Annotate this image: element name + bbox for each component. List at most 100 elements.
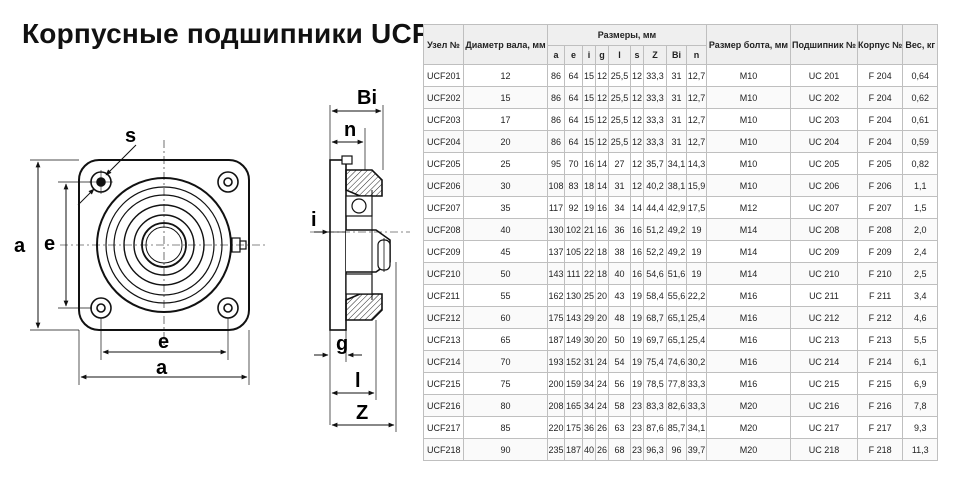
cell-housing: F 218 xyxy=(856,438,904,461)
cell-shaft: 75 xyxy=(463,372,548,395)
cell-unit: UCF209 xyxy=(423,240,464,263)
cell-dim: 15,9 xyxy=(686,174,707,197)
cell-dim: 162 xyxy=(547,284,565,307)
cell-housing: F 210 xyxy=(856,262,904,285)
cell-bearing: UC 215 xyxy=(790,372,858,395)
cell-dim: 102 xyxy=(564,218,583,241)
header-bolt: Размер болта, мм xyxy=(706,24,791,65)
cell-dim: 12 xyxy=(630,130,644,153)
cell-weight: 5,5 xyxy=(902,328,939,351)
cell-dim: 16 xyxy=(595,218,609,241)
cell-bearing: UC 214 xyxy=(790,350,858,373)
cell-unit: UCF210 xyxy=(423,262,464,285)
label-e-horizontal: e xyxy=(158,331,169,353)
header-dim-3: g xyxy=(595,45,609,65)
header-dim-1: e xyxy=(564,45,583,65)
cell-dim: 117 xyxy=(547,196,565,219)
cell-housing: F 215 xyxy=(856,372,904,395)
cell-bolt: M10 xyxy=(706,108,791,131)
cell-dim: 15 xyxy=(582,86,596,109)
cell-dim: 15 xyxy=(582,64,596,87)
cell-dim: 19 xyxy=(686,240,707,263)
header-bearing: Подшипник № xyxy=(790,24,858,65)
cell-dim: 130 xyxy=(564,284,583,307)
cell-unit: UCF217 xyxy=(423,416,464,439)
header-weight: Вес, кг xyxy=(902,24,939,65)
cell-housing: F 204 xyxy=(856,130,904,153)
cell-dim: 33,3 xyxy=(686,394,707,417)
cell-dim: 86 xyxy=(547,86,565,109)
cell-unit: UCF212 xyxy=(423,306,464,329)
cell-shaft: 85 xyxy=(463,416,548,439)
cell-bolt: M12 xyxy=(706,196,791,219)
cell-dim: 34 xyxy=(582,372,596,395)
cell-housing: F 212 xyxy=(856,306,904,329)
cell-dim: 33,3 xyxy=(643,64,667,87)
header-unit: Узел № xyxy=(423,24,464,65)
cell-dim: 36 xyxy=(608,218,631,241)
cell-bolt: M14 xyxy=(706,218,791,241)
label-a-horizontal: a xyxy=(156,357,168,379)
cell-unit: UCF215 xyxy=(423,372,464,395)
cell-shaft: 65 xyxy=(463,328,548,351)
cell-bearing: UC 213 xyxy=(790,328,858,351)
cell-housing: F 204 xyxy=(856,86,904,109)
cell-bolt: M20 xyxy=(706,394,791,417)
cell-dim: 33,3 xyxy=(643,108,667,131)
cell-shaft: 90 xyxy=(463,438,548,461)
cell-dim: 25,4 xyxy=(686,306,707,329)
cell-dim: 187 xyxy=(547,328,565,351)
cell-weight: 6,1 xyxy=(902,350,939,373)
cell-weight: 0,61 xyxy=(902,108,939,131)
cell-weight: 11,3 xyxy=(902,438,939,461)
cell-dim: 165 xyxy=(564,394,583,417)
cell-dim: 15 xyxy=(582,130,596,153)
cell-dim: 96,3 xyxy=(643,438,667,461)
cell-dim: 12 xyxy=(595,64,609,87)
cell-bolt: M10 xyxy=(706,174,791,197)
cell-dim: 24 xyxy=(595,372,609,395)
cell-bearing: UC 203 xyxy=(790,108,858,131)
cell-dim: 20 xyxy=(595,284,609,307)
header-dimensions: Размеры, мм xyxy=(547,24,707,46)
cell-dim: 16 xyxy=(630,262,644,285)
cell-dim: 12,7 xyxy=(686,130,707,153)
cell-dim: 19 xyxy=(686,218,707,241)
cell-bearing: UC 212 xyxy=(790,306,858,329)
label-l: l xyxy=(355,370,361,392)
cell-dim: 85,7 xyxy=(666,416,687,439)
cell-dim: 143 xyxy=(564,306,583,329)
cell-bolt: M16 xyxy=(706,284,791,307)
cell-dim: 16 xyxy=(595,196,609,219)
cell-dim: 208 xyxy=(547,394,565,417)
cell-dim: 31 xyxy=(608,174,631,197)
cell-bolt: M16 xyxy=(706,328,791,351)
cell-dim: 64 xyxy=(564,64,583,87)
cell-dim: 19 xyxy=(630,372,644,395)
cell-bolt: M10 xyxy=(706,64,791,87)
cell-dim: 44,4 xyxy=(643,196,667,219)
cell-dim: 24 xyxy=(595,350,609,373)
cell-dim: 31 xyxy=(582,350,596,373)
cell-dim: 21 xyxy=(582,218,596,241)
label-z: Z xyxy=(356,402,368,424)
cell-dim: 193 xyxy=(547,350,565,373)
cell-dim: 220 xyxy=(547,416,565,439)
cell-dim: 20 xyxy=(595,306,609,329)
cell-weight: 7,8 xyxy=(902,394,939,417)
header-dim-4: l xyxy=(608,45,631,65)
cell-dim: 31 xyxy=(666,86,687,109)
cell-housing: F 204 xyxy=(856,64,904,87)
spec-table: Узел № Диаметр вала, мм Размеры, мм Разм… xyxy=(423,24,939,461)
cell-shaft: 45 xyxy=(463,240,548,263)
cell-dim: 40 xyxy=(582,438,596,461)
cell-unit: UCF204 xyxy=(423,130,464,153)
cell-dim: 12 xyxy=(630,86,644,109)
cell-dim: 58 xyxy=(608,394,631,417)
cell-bearing: UC 202 xyxy=(790,86,858,109)
cell-bearing: UC 216 xyxy=(790,394,858,417)
